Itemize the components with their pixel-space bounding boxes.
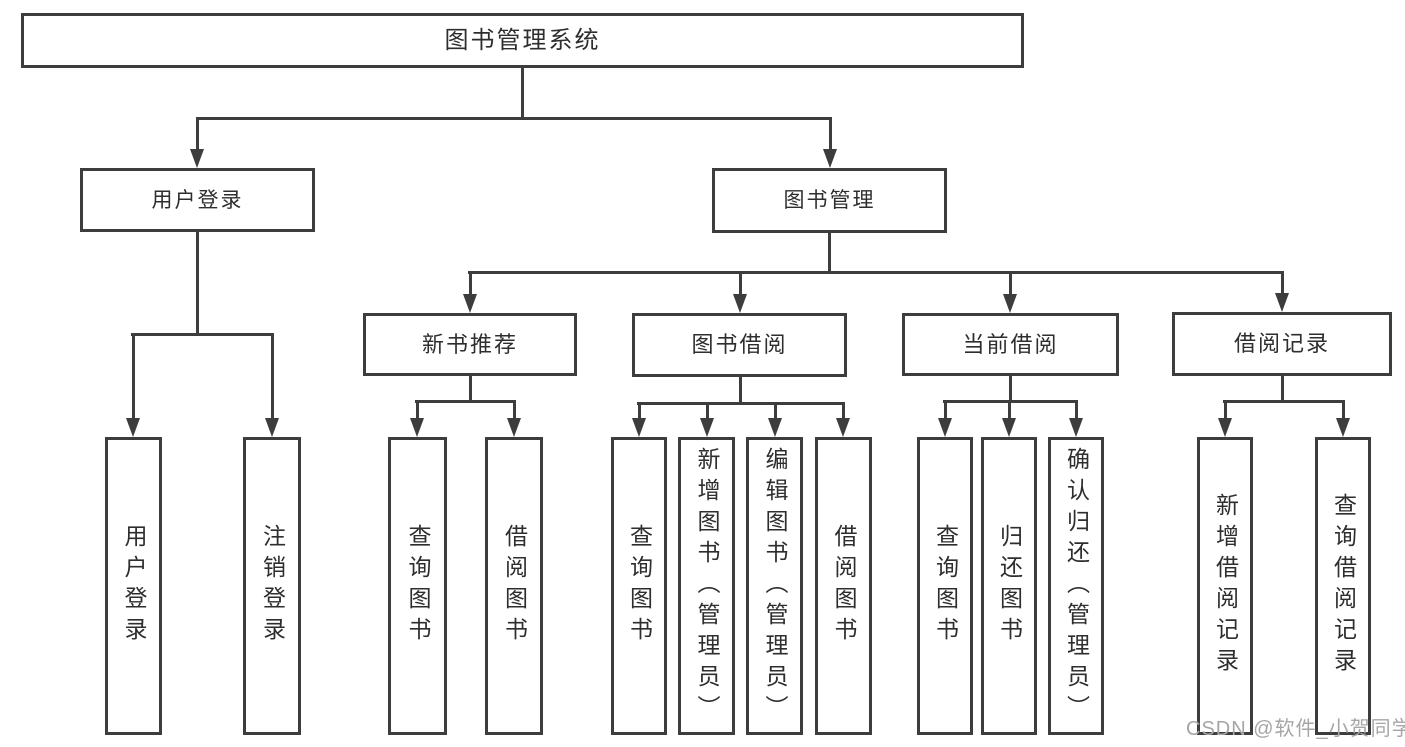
leaf-confirm-return-admin: 确认归还（管理员）	[1048, 437, 1104, 735]
leaf-logout: 注销登录	[243, 437, 301, 735]
arrowhead-down-icon	[1003, 294, 1017, 313]
connector-line	[468, 376, 472, 403]
arrowhead-down-icon	[700, 418, 714, 437]
leaf-borrow-books-2: 借阅图书	[815, 437, 872, 735]
node-root: 图书管理系统	[21, 13, 1024, 68]
arrowhead-down-icon	[507, 418, 521, 437]
arrowhead-down-icon	[632, 418, 646, 437]
arrowhead-down-icon	[190, 149, 204, 168]
node-new-book-recommend: 新书推荐	[363, 313, 577, 376]
node-book-management: 图书管理	[712, 168, 947, 233]
arrowhead-down-icon	[463, 294, 477, 313]
leaf-borrow-books-recommend: 借阅图书	[485, 437, 543, 735]
arrowhead-down-icon	[1218, 418, 1232, 437]
leaf-query-books-borrow: 查询图书	[611, 437, 667, 735]
node-borrow-records: 借阅记录	[1172, 312, 1392, 376]
arrowhead-down-icon	[836, 418, 850, 437]
connector-line	[1008, 376, 1012, 403]
connector-line	[738, 377, 742, 405]
connector-line	[1223, 401, 1227, 421]
connector-line	[943, 401, 947, 421]
leaf-edit-book-admin: 编辑图书（管理员）	[746, 437, 803, 735]
arrowhead-down-icon	[823, 149, 837, 168]
arrowhead-down-icon	[938, 418, 952, 437]
connector-line	[828, 118, 832, 152]
connector-line	[1223, 399, 1345, 403]
connector-line	[512, 401, 516, 421]
arrowhead-down-icon	[1336, 418, 1350, 437]
connector-line	[1280, 376, 1284, 403]
connector-line	[468, 270, 1284, 274]
connector-line	[1280, 272, 1284, 296]
connector-line	[1074, 401, 1078, 421]
connector-line	[1341, 401, 1345, 421]
connector-line	[827, 232, 831, 274]
leaf-add-borrow-record: 新增借阅记录	[1197, 437, 1253, 735]
connector-line	[773, 403, 777, 421]
leaf-query-books-recommend: 查询图书	[388, 437, 447, 735]
node-user-login: 用户登录	[80, 168, 315, 232]
connector-line	[1008, 272, 1012, 297]
leaf-query-books-current: 查询图书	[917, 437, 973, 735]
leaf-return-book: 归还图书	[981, 437, 1037, 735]
arrowhead-down-icon	[768, 418, 782, 437]
connector-line	[131, 334, 135, 421]
connector-line	[468, 272, 472, 297]
node-book-borrow: 图书借阅	[632, 313, 847, 377]
leaf-user-login: 用户登录	[105, 437, 162, 735]
watermark-text: CSDN @软件_小贺同学	[1186, 718, 1405, 740]
arrowhead-down-icon	[1069, 418, 1083, 437]
connector-line	[705, 403, 709, 421]
arrowhead-down-icon	[265, 418, 279, 437]
arrowhead-down-icon	[126, 418, 140, 437]
connector-line	[131, 332, 274, 336]
leaf-add-book-admin: 新增图书（管理员）	[678, 437, 735, 735]
connector-line	[637, 403, 641, 421]
node-current-borrow: 当前借阅	[902, 313, 1119, 376]
arrowhead-down-icon	[733, 294, 747, 313]
connector-line	[1007, 401, 1011, 421]
connector-line	[520, 66, 524, 120]
connector-line	[943, 399, 1078, 403]
connector-line	[415, 399, 516, 403]
connector-line	[738, 272, 742, 297]
leaf-query-borrow-record: 查询借阅记录	[1315, 437, 1371, 735]
connector-line	[196, 116, 832, 120]
connector-line	[195, 232, 199, 336]
arrowhead-down-icon	[1275, 293, 1289, 312]
connector-line	[637, 401, 845, 405]
arrowhead-down-icon	[410, 418, 424, 437]
connector-line	[195, 118, 199, 152]
connector-line	[841, 403, 845, 421]
arrowhead-down-icon	[1002, 418, 1016, 437]
connector-line	[270, 334, 274, 421]
connector-line	[415, 401, 419, 421]
